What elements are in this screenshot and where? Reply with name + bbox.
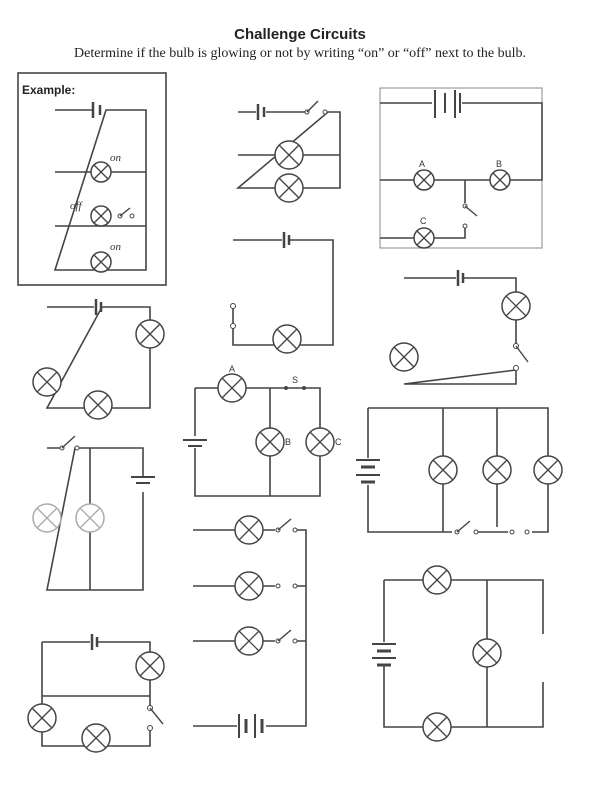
circuit-2-bulb-top — [274, 140, 304, 170]
worksheet-title: Challenge Circuits — [234, 26, 366, 43]
example-bulb-2 — [90, 205, 112, 227]
circuit-5-bulb-left — [389, 342, 419, 372]
circuit-11-bulb-right — [135, 651, 165, 681]
circuit-11-bulb-bottom — [81, 723, 111, 753]
circuit-4 — [230, 232, 334, 354]
example-bulb-3 — [90, 251, 112, 273]
circuit-5 — [389, 270, 531, 385]
example-answer-1: on — [110, 152, 122, 164]
circuit-7: A S B C — [183, 364, 342, 497]
example-bulb-1 — [90, 161, 112, 183]
example-answer-2: off — [70, 200, 84, 212]
circuit-12-bulb-middle — [472, 638, 502, 668]
circuit-3-bulb-c — [413, 227, 435, 249]
circuit-8 — [356, 407, 563, 537]
circuit-3: A B C — [379, 87, 543, 249]
circuit-7-label-c: C — [335, 437, 342, 447]
circuit-6-bulb-right — [135, 319, 165, 349]
circuit-3-label-a: A — [419, 159, 425, 169]
circuit-10 — [193, 515, 307, 738]
circuit-6-bulb-bottom — [83, 390, 113, 420]
circuit-8-bulb-2 — [482, 455, 512, 485]
circuit-3-label-b: B — [496, 159, 502, 169]
circuit-11-bulb-left — [27, 703, 57, 733]
circuit-3-bulb-a — [413, 169, 435, 191]
circuit-7-label-a: A — [229, 364, 235, 374]
circuit-4-bulb — [272, 324, 302, 354]
circuit-12-bulb-bottom — [422, 712, 452, 742]
circuit-7-bulb-c — [305, 427, 335, 457]
circuit-12-bulb-top — [422, 565, 452, 595]
circuit-6-bulb-left — [32, 367, 62, 397]
circuit-10-bulb-2 — [234, 571, 264, 601]
example-answer-3: on — [110, 241, 122, 253]
example-box: Example: on off on — [17, 72, 167, 286]
circuit-9 — [32, 435, 155, 591]
circuit-7-bulb-a — [217, 373, 247, 403]
circuit-3-bulb-b — [489, 169, 511, 191]
circuit-7-bulb-b — [255, 427, 285, 457]
circuit-8-bulb-1 — [428, 455, 458, 485]
circuit-8-bulb-3 — [533, 455, 563, 485]
circuit-11 — [27, 634, 165, 753]
circuit-3-label-c: C — [420, 216, 427, 226]
circuit-7-label-b: B — [285, 437, 291, 447]
worksheet-instructions: Determine if the bulb is glowing or not … — [74, 46, 526, 61]
circuit-9-bulb-right — [75, 503, 105, 533]
circuit-7-label-s: S — [292, 375, 298, 385]
circuit-6 — [32, 299, 165, 420]
circuit-12 — [372, 565, 544, 742]
circuit-10-bulb-1 — [234, 515, 264, 545]
circuit-9-bulb-left — [32, 503, 62, 533]
circuit-5-bulb-right — [501, 291, 531, 321]
circuit-2-bulb-bottom — [274, 173, 304, 203]
circuit-10-bulb-3 — [234, 626, 264, 656]
circuit-2 — [235, 100, 341, 203]
example-label: Example: — [22, 83, 75, 97]
